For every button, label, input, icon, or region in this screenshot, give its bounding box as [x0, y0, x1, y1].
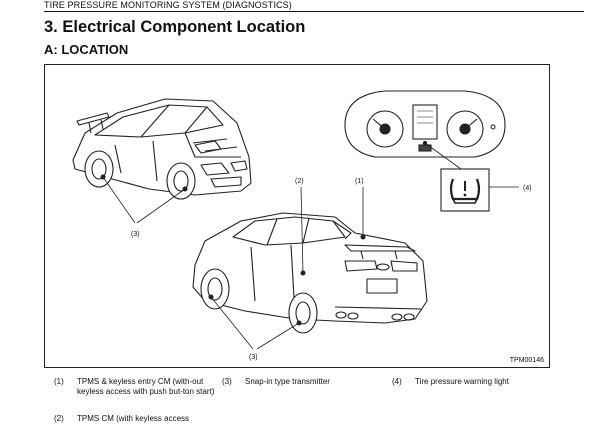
legend-text: Snap-in type transmitter: [245, 377, 330, 386]
callout-3-rear: (3): [249, 354, 258, 361]
location-illustration: (3) (4): [72, 90, 532, 361]
instrument-cluster-drawing: [344, 90, 506, 170]
legend-item-2: (2) TPMS CM (with keyless access: [54, 414, 222, 424]
subsection-title: A: LOCATION: [44, 42, 128, 57]
legend-number: (3): [222, 377, 232, 386]
callout-1: (1): [355, 178, 364, 185]
rear-car-drawing: [192, 186, 428, 350]
location-figure: (3) (4): [44, 64, 550, 368]
running-header-text: TIRE PRESSURE MONITORING SYSTEM (DIAGNOS…: [44, 0, 292, 10]
legend-text: Tire pressure warning light: [415, 377, 509, 386]
section-number: 3.: [44, 18, 58, 36]
figure-code: TPM00146: [509, 357, 544, 364]
legend-number: (4): [392, 377, 402, 386]
tire-pressure-warning-light-icon: [440, 168, 519, 212]
section-title-text: Electrical Component Location: [62, 18, 306, 36]
legend-text: TPMS CM (with keyless access: [77, 414, 190, 423]
running-header: TIRE PRESSURE MONITORING SYSTEM (DIAGNOS…: [44, 0, 584, 12]
subsection-letter: A:: [44, 42, 58, 57]
callout-2: (2): [295, 178, 304, 185]
callout-4: (4): [523, 185, 532, 192]
front-car-drawing: [72, 98, 252, 224]
legend-text: TPMS & keyless entry CM (with-out keyles…: [77, 377, 215, 396]
legend-number: (1): [54, 377, 64, 386]
legend-item-1: (1) TPMS & keyless entry CM (with-out ke…: [54, 377, 222, 411]
legend-number: (2): [54, 414, 64, 423]
callout-3-front: (3): [131, 231, 140, 238]
legend-item-3: (3) Snap-in type transmitter: [222, 377, 382, 389]
subsection-title-text: LOCATION: [61, 42, 129, 57]
section-title: 3. Electrical Component Location: [44, 18, 305, 37]
legend-item-4: (4) Tire pressure warning light: [392, 377, 562, 389]
